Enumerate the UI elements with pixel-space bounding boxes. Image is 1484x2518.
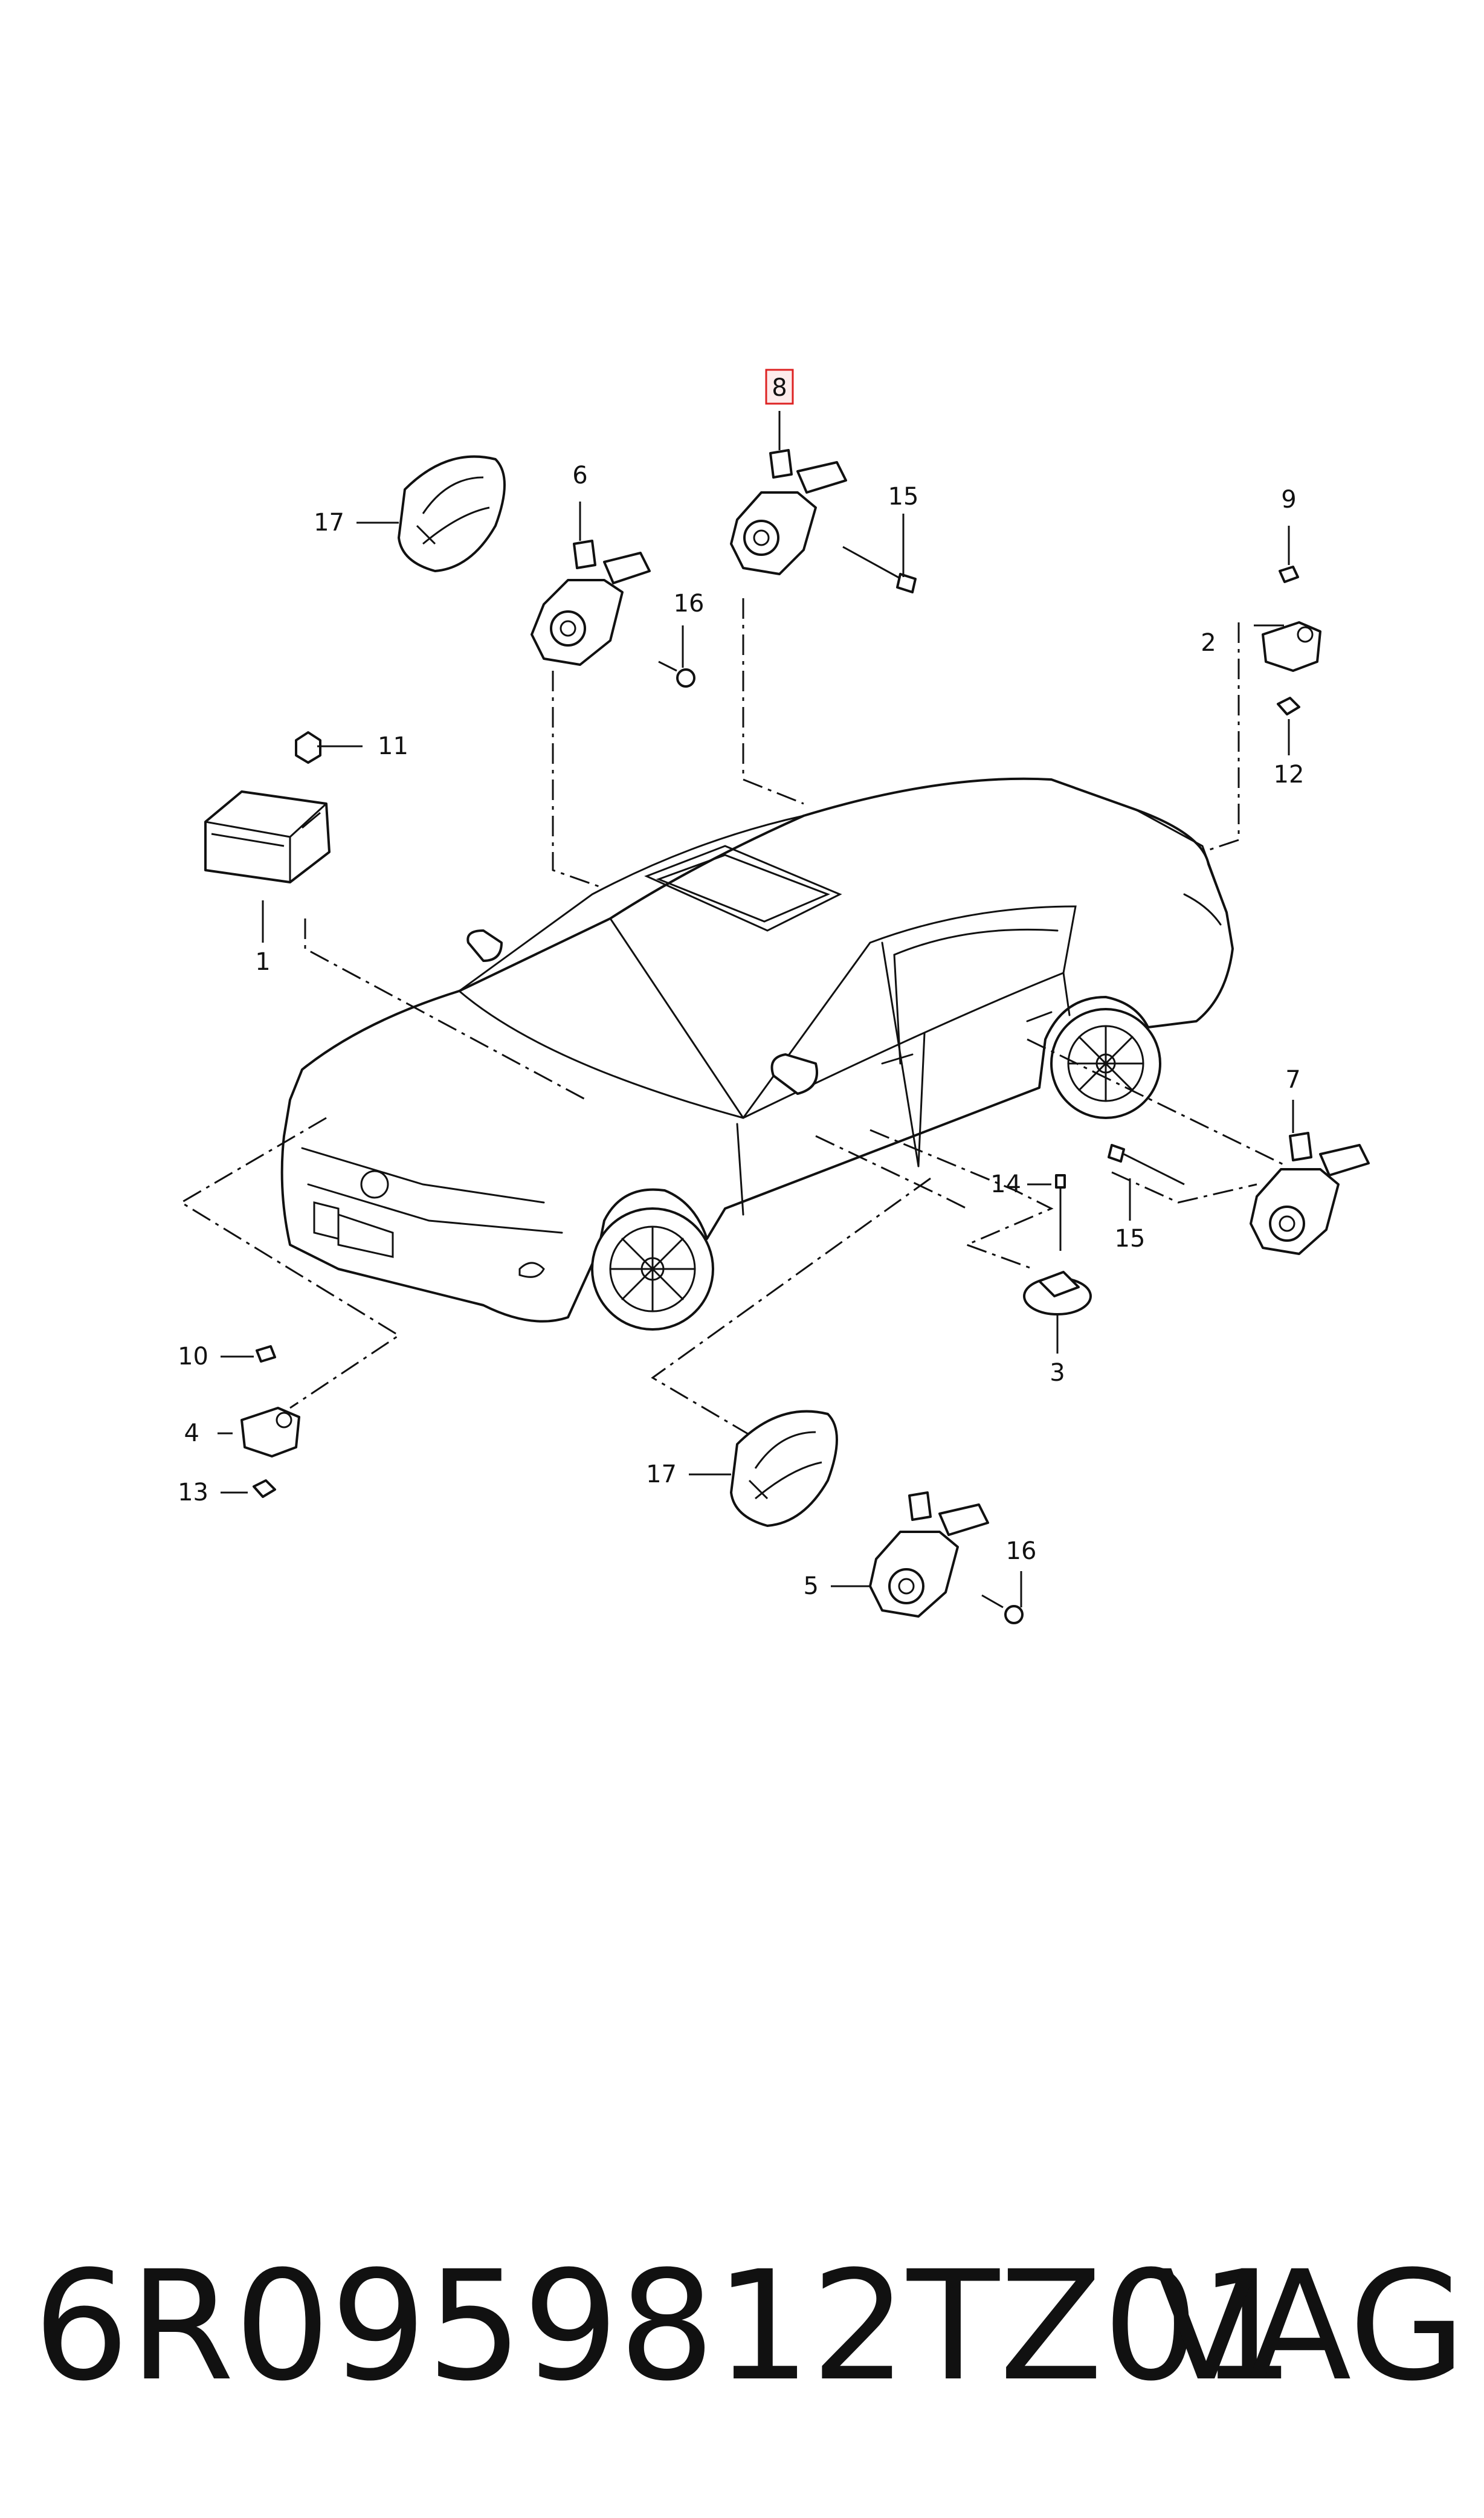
part-screw-10 [256,1345,276,1363]
part-sensor-4 [240,1407,300,1458]
callout-4: 4 [184,1419,199,1447]
part-sensor-3 [1023,1271,1092,1315]
callout-2: 2 [1201,629,1216,657]
part-clip-12 [1277,697,1300,715]
callout-9: 9 [1281,486,1296,514]
callout-10: 10 [178,1343,208,1370]
callout-14: 14 [990,1170,1021,1198]
callout-17-lower: 17 [646,1461,677,1488]
part-stud-14 [1055,1174,1066,1251]
callout-16-lower: 16 [1006,1537,1037,1565]
part-window-motor-7 [1250,1132,1370,1255]
callout-8: 8 [772,374,787,402]
part-window-motor-8 [730,449,847,575]
callout-6: 6 [572,462,587,489]
part-sensor-2 [1262,621,1321,672]
callout-13: 13 [178,1479,208,1506]
connector-lines [179,598,1288,1439]
part-screw-9 [1279,566,1299,583]
part-number: 6R0959812TZ01 [33,2238,1295,2414]
brand-name: VAG [1154,2238,1466,2414]
part-window-motor-6 [531,540,651,666]
callout-11: 11 [378,732,408,760]
part-screw-16-lower [981,1594,1024,1624]
part-bolt-15-upper [842,546,917,593]
callout-labels: 1 2 3 4 5 6 7 8 9 10 11 12 13 14 15 15 1… [178,369,1305,1600]
part-airbag-control-unit [204,790,331,883]
car-illustration [280,777,1234,1331]
callout-8-highlight [765,369,794,405]
part-seal-17-upper [398,455,506,572]
callout-15-upper: 15 [888,483,919,511]
callout-leaders [218,411,1294,1607]
callout-7: 7 [1285,1066,1300,1094]
part-nut-11 [295,731,321,764]
part-clip-13 [253,1479,276,1498]
callout-17-upper: 17 [314,509,344,537]
part-seal-17-lower [730,1410,838,1527]
part-screw-16-upper [658,660,695,688]
callout-16-upper: 16 [674,590,705,618]
part-bolt-15-right [1108,1144,1185,1186]
callout-12: 12 [1274,761,1305,789]
part-window-motor-5 [869,1491,989,1618]
callout-15-right: 15 [1115,1225,1146,1253]
callout-1: 1 [255,948,270,976]
footer: 6R0959812TZ01 VAG [0,2236,1484,2417]
callout-3: 3 [1050,1359,1065,1387]
callout-5: 5 [804,1572,819,1600]
